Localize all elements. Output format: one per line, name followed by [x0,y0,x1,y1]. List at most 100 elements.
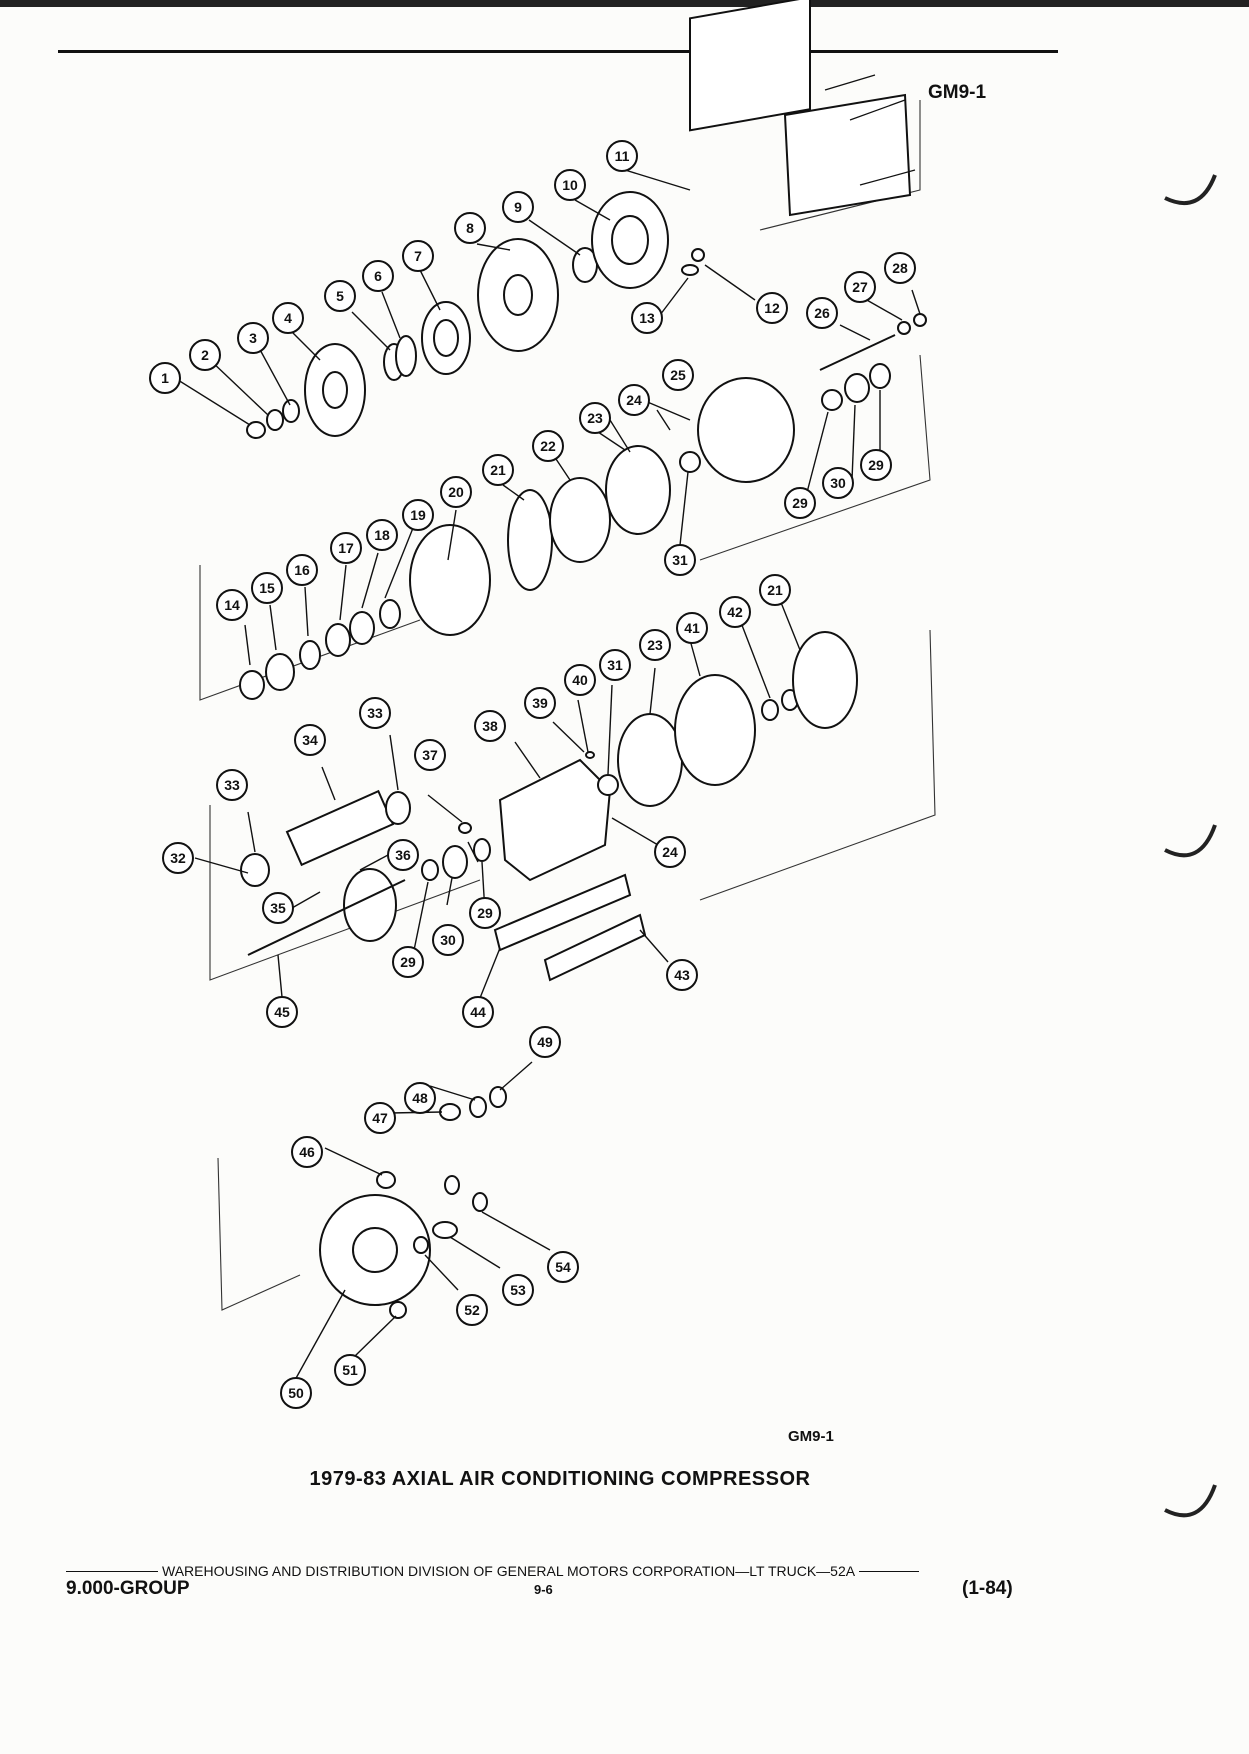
callout-39: 39 [524,687,556,719]
callout-23: 23 [639,629,671,661]
callout-38: 38 [474,710,506,742]
svg-text:29: 29 [868,457,884,473]
svg-text:11: 11 [615,148,630,164]
callout-46: 46 [291,1136,323,1168]
svg-text:33: 33 [224,777,240,793]
svg-text:21: 21 [767,582,783,598]
callout-30: 30 [432,924,464,956]
svg-text:43: 43 [674,967,690,983]
svg-text:4: 4 [284,310,292,326]
figure-title: 1979-83 AXIAL AIR CONDITIONING COMPRESSO… [309,1468,811,1490]
group-number: 9.000-GROUP [66,1578,190,1599]
callout-33: 33 [216,769,248,801]
svg-text:46: 46 [299,1144,315,1160]
callout-2: 2 [189,339,221,371]
svg-text:22: 22 [540,438,556,454]
callout-9: 9 [502,191,534,223]
svg-text:37: 37 [422,747,438,763]
callout-27: 27 [844,271,876,303]
svg-text:30: 30 [830,475,846,491]
svg-text:30: 30 [440,932,456,948]
callout-12: 12 [756,292,788,324]
callout-29: 29 [469,897,501,929]
svg-text:36: 36 [395,847,411,863]
svg-text:52: 52 [464,1302,480,1318]
svg-text:39: 39 [532,695,548,711]
callout-10: 10 [554,169,586,201]
svg-text:49: 49 [537,1034,553,1050]
svg-text:13: 13 [639,310,655,326]
callout-29: 29 [392,946,424,978]
callout-7: 7 [402,240,434,272]
callout-31: 31 [664,544,696,576]
svg-text:15: 15 [259,580,275,596]
callout-40: 40 [564,664,596,696]
svg-text:1: 1 [161,370,169,386]
callout-53: 53 [502,1274,534,1306]
callout-49: 49 [529,1026,561,1058]
callout-5: 5 [324,280,356,312]
svg-text:29: 29 [477,905,493,921]
callout-15: 15 [251,572,283,604]
callout-21: 21 [759,574,791,606]
svg-text:41: 41 [684,620,700,636]
callout-4: 4 [272,302,304,334]
callout-29: 29 [860,449,892,481]
svg-text:8: 8 [466,220,474,236]
svg-text:42: 42 [727,604,743,620]
svg-text:31: 31 [607,657,623,673]
svg-text:54: 54 [555,1259,571,1275]
callout-14: 14 [216,589,248,621]
callout-28: 28 [884,252,916,284]
svg-text:53: 53 [510,1282,526,1298]
top-border-band [0,0,1249,7]
callout-47: 47 [364,1102,396,1134]
callout-24: 24 [654,836,686,868]
callout-37: 37 [414,739,446,771]
cylinder-parts [239,313,927,700]
svg-text:20: 20 [448,484,464,500]
page-edge-marks [1164,174,1217,1518]
leader-lines [177,169,921,1381]
callout-1: 1 [149,362,181,394]
svg-text:16: 16 [294,562,310,578]
svg-text:23: 23 [587,410,603,426]
svg-text:3: 3 [249,330,257,346]
svg-text:2: 2 [201,347,209,363]
svg-text:10: 10 [562,177,578,193]
callout-44: 44 [462,996,494,1028]
callout-21: 21 [482,454,514,486]
svg-text:25: 25 [670,367,686,383]
svg-text:24: 24 [626,392,642,408]
svg-text:38: 38 [482,718,498,734]
callout-24: 24 [618,384,650,416]
callout-42: 42 [719,596,751,628]
svg-text:21: 21 [490,462,506,478]
svg-text:31: 31 [672,552,688,568]
callout-6: 6 [362,260,394,292]
svg-text:12: 12 [764,300,780,316]
callout-18: 18 [366,519,398,551]
svg-text:35: 35 [270,900,286,916]
callout-17: 17 [330,532,362,564]
callout-19: 19 [402,499,434,531]
svg-text:34: 34 [302,732,318,748]
svg-text:26: 26 [814,305,830,321]
callout-43: 43 [666,959,698,991]
svg-text:28: 28 [892,260,908,276]
svg-text:33: 33 [367,705,383,721]
svg-text:29: 29 [792,495,808,511]
svg-text:5: 5 [336,288,344,304]
shaft-parts [240,631,858,982]
callout-41: 41 [676,612,708,644]
svg-text:27: 27 [852,279,868,295]
callout-33: 33 [359,697,391,729]
callout-32: 32 [162,842,194,874]
footer-dash-left [66,1570,158,1572]
clutch-parts [246,0,916,439]
callout-25: 25 [662,359,694,391]
svg-text:29: 29 [400,954,416,970]
footer-rule-text: WAREHOUSING AND DISTRIBUTION DIVISION OF… [66,1563,1026,1579]
callout-22: 22 [532,430,564,462]
